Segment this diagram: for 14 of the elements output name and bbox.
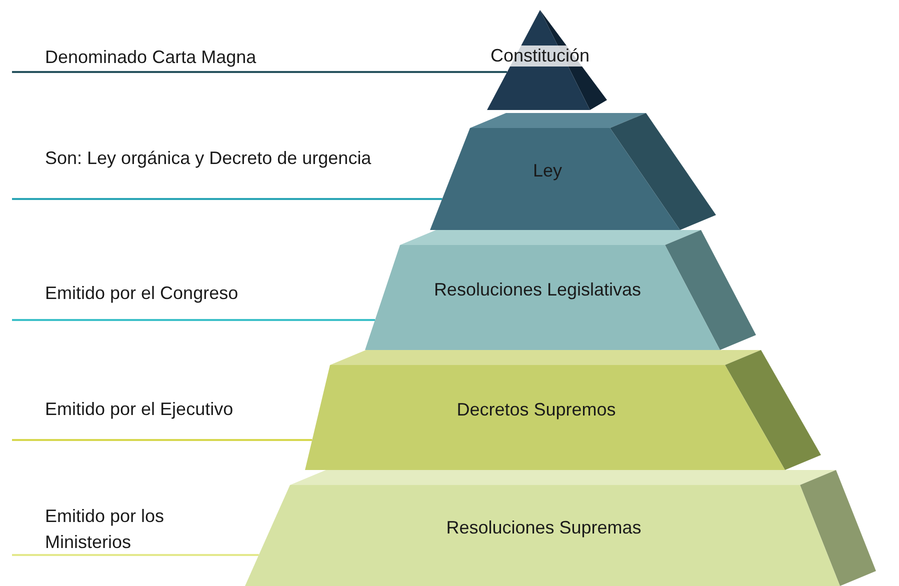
leader-line bbox=[12, 198, 442, 200]
leader-line bbox=[12, 319, 375, 321]
annotation-text: Emitido por el Ejecutivo bbox=[12, 396, 352, 440]
annotation-text: Son: Ley orgánica y Decreto de urgencia bbox=[12, 145, 412, 199]
tier-label: Resoluciones Supremas bbox=[446, 517, 642, 538]
leader-line bbox=[12, 554, 259, 556]
annotation-text: Emitido por los Ministerios bbox=[12, 503, 232, 555]
leader-line bbox=[12, 439, 312, 441]
annotation-text: Denominado Carta Magna bbox=[12, 44, 432, 72]
tier-label: Decretos Supremos bbox=[456, 399, 616, 420]
annotation-text: Emitido por el Congreso bbox=[12, 280, 352, 320]
leader-line bbox=[12, 71, 508, 73]
tier-label: Resoluciones Legislativas bbox=[434, 279, 642, 300]
tier-label: Ley bbox=[532, 160, 562, 182]
